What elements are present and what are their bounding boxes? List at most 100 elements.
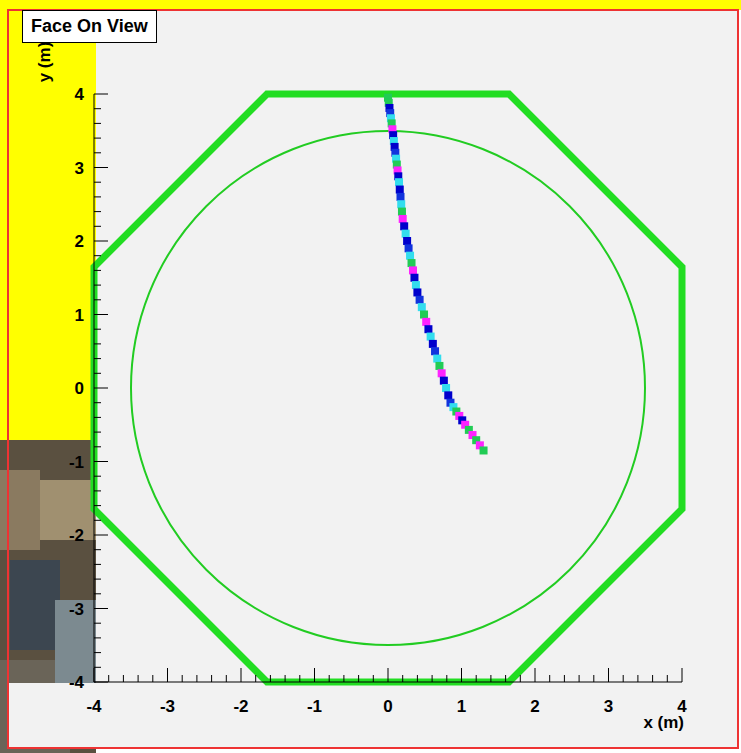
tick-mark (94, 652, 101, 653)
hit-square (399, 215, 407, 223)
tick-mark (299, 675, 300, 682)
tick-label: -2 (69, 527, 84, 544)
tick-mark (608, 668, 609, 682)
tick-mark (226, 675, 227, 682)
hit-square (418, 303, 426, 311)
tick-mark (343, 675, 344, 682)
tick-mark (505, 675, 506, 682)
tick-mark (329, 675, 330, 682)
hit-square (403, 237, 411, 245)
hit-square (424, 325, 432, 333)
hit-square (412, 281, 420, 289)
tick-mark (94, 138, 101, 139)
hit-square (480, 446, 488, 454)
tick-mark (637, 675, 638, 682)
hit-square (431, 347, 439, 355)
tick-mark (402, 675, 403, 682)
tick-label: -1 (307, 698, 322, 715)
hit-square (429, 340, 437, 348)
hit-square (413, 288, 421, 296)
tick-mark (94, 637, 101, 638)
tick-mark (138, 675, 139, 682)
plot-title: Face On View (31, 16, 148, 36)
tick-mark (94, 417, 101, 418)
tick-label: 0 (383, 698, 392, 715)
tick-mark (579, 675, 580, 682)
tick-mark (94, 196, 101, 197)
tick-mark (241, 668, 242, 682)
tick-mark (314, 668, 315, 682)
tick-mark (94, 623, 101, 624)
canvas-ground (96, 10, 738, 748)
tick-mark (94, 682, 108, 683)
hit-square (396, 193, 404, 201)
tick-mark (446, 675, 447, 682)
tick-mark (461, 668, 462, 682)
hit-square (420, 311, 428, 319)
tick-mark (94, 608, 108, 609)
slide-band (0, 0, 96, 440)
hit-square (395, 178, 403, 186)
tick-mark (196, 675, 197, 682)
detector-circle (131, 131, 645, 645)
tick-mark (94, 668, 95, 682)
hit-square (398, 208, 406, 216)
tick-label: 3 (75, 159, 84, 176)
tick-label: 4 (677, 698, 686, 715)
hit-square (444, 391, 452, 399)
hit-square (422, 318, 430, 326)
hit-square (396, 186, 404, 194)
tick-mark (94, 299, 101, 300)
tick-label: -2 (233, 698, 248, 715)
hit-square (435, 362, 443, 370)
canvas-border (8, 10, 738, 748)
tick-mark (94, 94, 108, 95)
tick-mark (94, 285, 101, 286)
tick-mark (682, 668, 683, 682)
tick-mark (94, 152, 101, 153)
hit-square (406, 252, 414, 260)
tick-mark (94, 314, 108, 315)
tick-mark (94, 446, 101, 447)
tick-label: 1 (457, 698, 466, 715)
slide-band (0, 0, 741, 10)
tick-mark (94, 476, 101, 477)
tick-label: 3 (604, 698, 613, 715)
tick-mark (94, 564, 101, 565)
tick-label: -4 (86, 698, 101, 715)
tick-mark (94, 270, 101, 271)
tick-mark (94, 432, 101, 433)
tick-mark (94, 241, 108, 242)
tick-label: 2 (75, 233, 84, 250)
tick-mark (255, 675, 256, 682)
tick-mark (535, 668, 536, 682)
hit-square (402, 230, 410, 238)
tick-mark (94, 535, 108, 536)
tick-label: 1 (75, 306, 84, 323)
tick-mark (152, 675, 153, 682)
tick-mark (94, 182, 101, 183)
canvas-ground (8, 683, 96, 748)
tick-mark (94, 593, 101, 594)
tick-mark (94, 505, 101, 506)
hit-square (440, 377, 448, 385)
tick-mark (94, 373, 101, 374)
tick-mark (94, 211, 101, 212)
tick-mark (667, 675, 668, 682)
tick-mark (549, 675, 550, 682)
tick-mark (476, 675, 477, 682)
tick-mark (94, 358, 101, 359)
tick-mark (108, 675, 109, 682)
tick-mark (211, 675, 212, 682)
hit-square (438, 369, 446, 377)
tick-mark (94, 329, 101, 330)
title-box: Face On View (22, 10, 157, 43)
tick-label: 4 (75, 86, 84, 103)
tick-mark (167, 668, 168, 682)
hit-square (409, 266, 417, 274)
tick-label: -1 (69, 453, 84, 470)
tick-mark (94, 667, 101, 668)
tick-mark (94, 167, 108, 168)
hit-square (400, 222, 408, 230)
